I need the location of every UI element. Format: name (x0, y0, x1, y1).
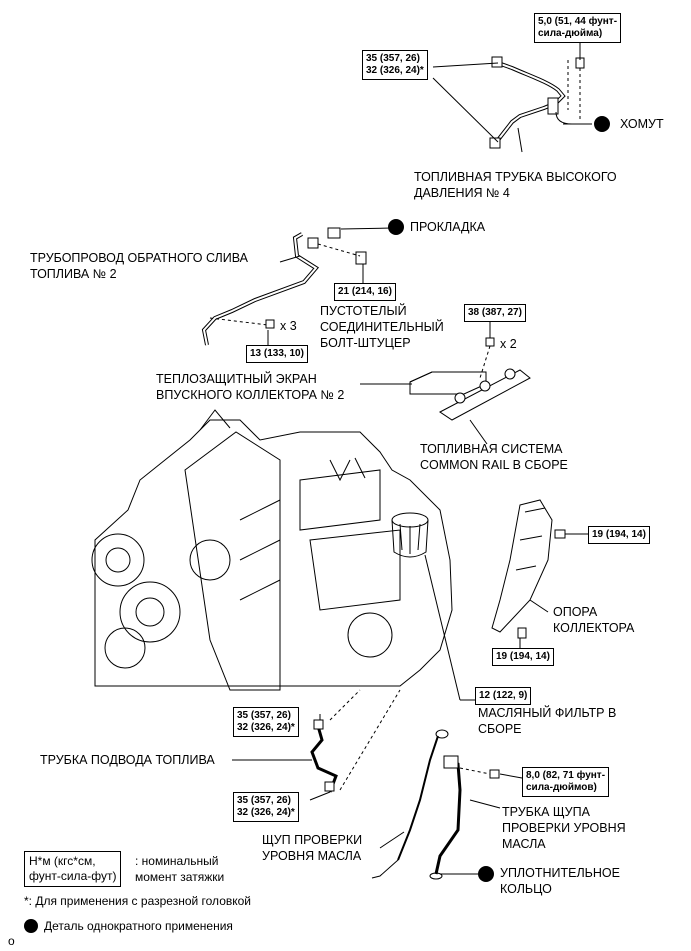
return-pipe-drawing (201, 227, 367, 346)
corner-mark: o (8, 934, 15, 948)
legend-unit-box: Н*м (кгс*см, фунт-сила-фут) (24, 851, 122, 887)
torque-common-rail-bolt: 38 (387, 27) (464, 304, 526, 322)
dipstick-drawing (371, 729, 500, 880)
torque-oil-filter: 12 (122, 9) (475, 687, 532, 705)
single-use-dot-gasket (388, 219, 404, 235)
label-fuel-inlet-tube: ТРУБКА ПОДВОДА ТОПЛИВА (40, 753, 215, 767)
legend-unit-description: : номинальный момент затяжки (135, 854, 225, 884)
fuel-inlet-tube-drawing (310, 689, 401, 793)
heat-shield-drawing (409, 371, 487, 395)
label-manifold-stay: ОПОРА КОЛЛЕКТОРА (553, 605, 635, 635)
label-dipstick-guide: ТРУБКА ЩУПА ПРОВЕРКИ УРОВНЯ МАСЛА (502, 805, 626, 851)
label-gasket: ПРОКЛАДКА (410, 220, 486, 234)
leader-lines (232, 40, 592, 875)
torque-dipstick-guide: 8,0 (82, 71 фунт- сила-дюймов) (522, 767, 610, 797)
torque-fuel-inlet-lower: 35 (357, 26) 32 (326, 24)* (233, 792, 299, 822)
label-union-bolt: ПУСТОТЕЛЫЙ СОЕДИНИТЕЛЬНЫЙ БОЛТ-ШТУЦЕР (320, 304, 444, 350)
torque-fuel-inlet-upper: 35 (357, 26) 32 (326, 24)* (233, 707, 299, 737)
label-clamp: ХОМУТ (620, 117, 664, 131)
legend-note: *: Для применения с разрезной головкой (24, 894, 252, 908)
torque-union-bolt: 21 (214, 16) (334, 283, 396, 301)
label-common-rail: ТОПЛИВНАЯ СИСТЕМА COMMON RAIL В СБОРЕ (420, 442, 568, 472)
hp-fuel-pipe-drawing (489, 56, 590, 149)
torque-bolt-clamp: 5,0 (51, 44 фунт- сила-дюйма) (534, 13, 622, 43)
torque-stay-lower: 19 (194, 14) (492, 648, 554, 666)
label-qty-x3: x 3 (280, 319, 297, 333)
manifold-stay-drawing (491, 499, 566, 639)
torque-stay-upper: 19 (194, 14) (588, 526, 650, 544)
label-heat-shield: ТЕПЛОЗАЩИТНЫЙ ЭКРАН ВПУСКНОГО КОЛЛЕКТОРА… (156, 372, 345, 402)
label-hp-fuel-pipe: ТОПЛИВНАЯ ТРУБКА ВЫСОКОГО ДАВЛЕНИЯ № 4 (414, 170, 617, 200)
legend-single-use: Деталь однократного применения (44, 919, 233, 933)
legend-single-use-dot (24, 919, 38, 933)
engine-drawing (91, 409, 453, 691)
single-use-dot-clamp (594, 116, 610, 132)
label-o-ring: УПЛОТНИТЕЛЬНОЕ КОЛЬЦО (500, 866, 620, 896)
label-qty-x2: x 2 (500, 337, 517, 351)
label-dipstick: ЩУП ПРОВЕРКИ УРОВНЯ МАСЛА (262, 833, 363, 863)
torque-return-pipe-bolt: 13 (133, 10) (246, 345, 308, 363)
common-rail-drawing (439, 337, 531, 421)
oil-filter-drawing (391, 512, 429, 558)
label-oil-filter: МАСЛЯНЫЙ ФИЛЬТР В СБОРЕ (478, 706, 617, 736)
torque-hp-pipe: 35 (357, 26) 32 (326, 24)* (362, 50, 428, 80)
label-return-pipe: ТРУБОПРОВОД ОБРАТНОГО СЛИВА ТОПЛИВА № 2 (30, 251, 248, 281)
single-use-dot-o-ring (478, 866, 494, 882)
